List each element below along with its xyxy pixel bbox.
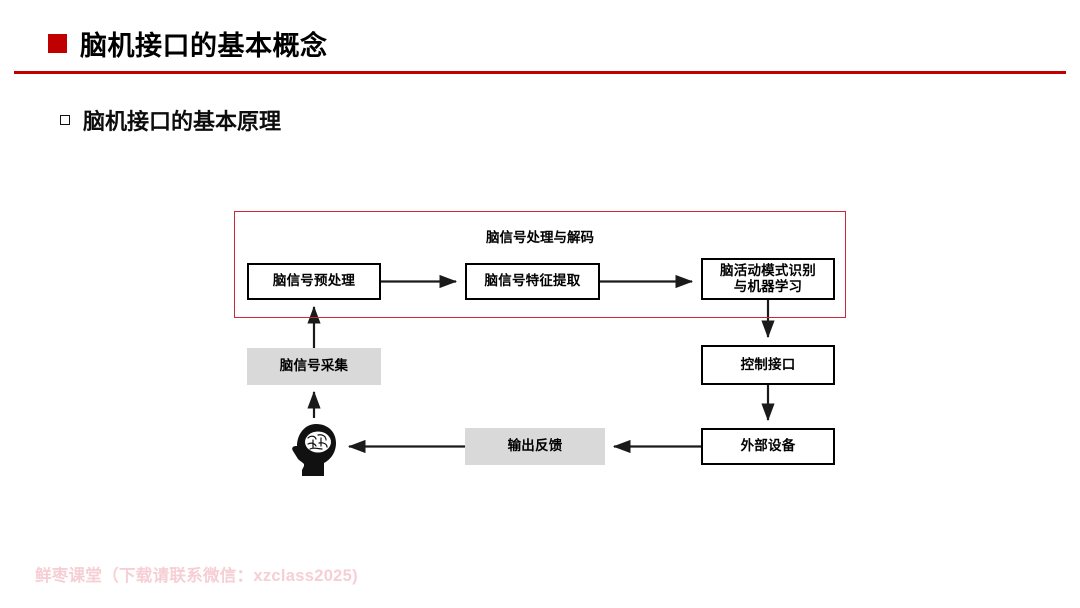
processing-group-box <box>234 211 846 318</box>
subtitle-row: 脑机接口的基本原理 <box>60 104 281 136</box>
page-title: 脑机接口的基本概念 <box>80 31 328 61</box>
title-divider <box>14 71 1066 74</box>
processing-group-label: 脑信号处理与解码 <box>486 230 594 245</box>
subtitle-bullet-square-icon <box>60 115 70 125</box>
slide-header: 脑机接口的基本概念 <box>0 0 1080 80</box>
head-brain-icon <box>292 424 336 476</box>
node-brain-signal-acquisition[interactable]: 脑信号采集 <box>247 348 381 385</box>
title-bullet-square-icon <box>48 34 67 53</box>
node-pattern-line2: 与机器学习 <box>733 279 803 294</box>
node-brain-signal-preprocessing[interactable]: 脑信号预处理 <box>247 263 381 300</box>
watermark-text: 鲜枣课堂（下载请联系微信：xzclass2025) <box>35 567 358 585</box>
node-brain-signal-feature-extraction[interactable]: 脑信号特征提取 <box>465 263 600 300</box>
node-external-device[interactable]: 外部设备 <box>701 428 835 465</box>
node-output-feedback[interactable]: 输出反馈 <box>465 428 605 465</box>
node-pattern-line1: 脑活动模式识别 <box>720 262 816 278</box>
subtitle-text: 脑机接口的基本原理 <box>83 109 282 134</box>
node-brain-pattern-recognition-ml[interactable]: 脑活动模式识别 与机器学习 <box>701 258 835 300</box>
node-control-interface[interactable]: 控制接口 <box>701 345 835 385</box>
